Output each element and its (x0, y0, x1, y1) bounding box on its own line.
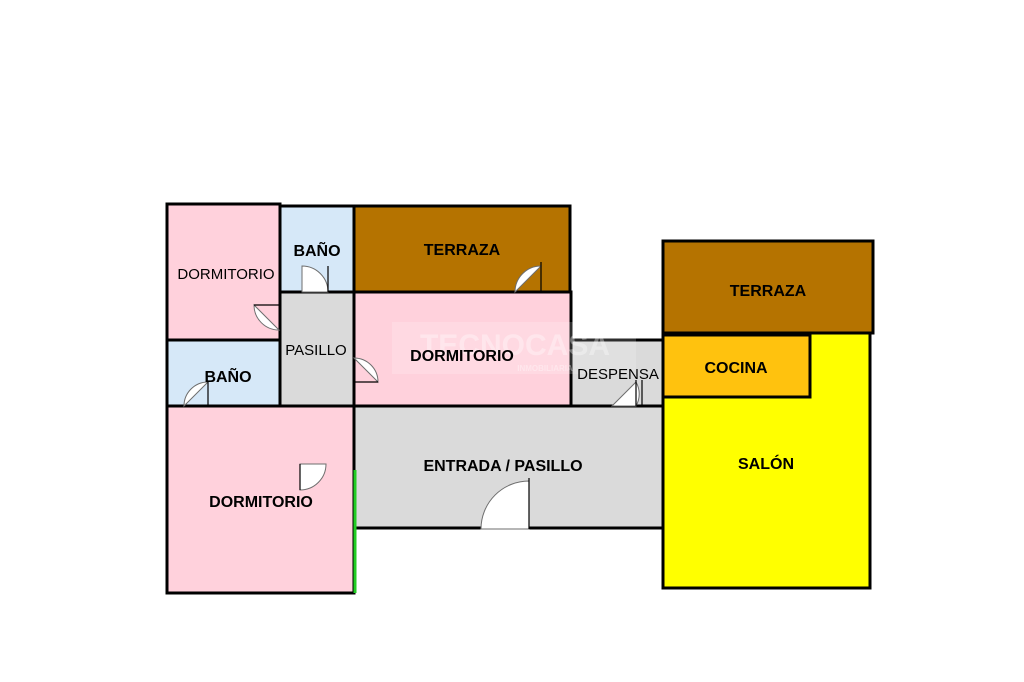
room-terraza-right (661, 239, 875, 335)
watermark-brand: TECNOCASA (420, 329, 610, 362)
room-dormitorio-top (165, 202, 282, 342)
label-dormitorio-mid: DORMITORIO (410, 348, 514, 365)
door-terraza-left (514, 262, 543, 294)
label-dormitorio-top: DORMITORIO (177, 266, 274, 283)
door-dormitorio-mid (352, 357, 379, 384)
label-bano-top: BAÑO (293, 240, 340, 260)
room-bano-left (165, 338, 282, 408)
door-entrada (480, 478, 530, 530)
label-pasillo: PASILLO (285, 342, 346, 359)
watermark: TECNOCASA INMOBILIARIA (392, 322, 636, 374)
label-terraza-right: TERRAZA (730, 283, 807, 300)
label-entrada: ENTRADA / PASILLO (423, 458, 582, 475)
door-dormitorio-bottom (299, 463, 327, 491)
room-dormitorio-bottom (165, 404, 356, 595)
door-dormitorio-top (253, 303, 281, 331)
label-bano-left: BAÑO (204, 366, 251, 386)
label-terraza-left: TERRAZA (424, 242, 501, 259)
watermark-sub: INMOBILIARIA (517, 364, 573, 373)
door-despensa (610, 380, 643, 407)
label-salon: SALÓN (738, 454, 794, 473)
label-cocina: COCINA (704, 360, 768, 377)
door-bano-top (301, 265, 329, 293)
label-despensa: DESPENSA (577, 366, 659, 383)
room-cocina (661, 333, 812, 399)
door-bano-left (183, 381, 210, 408)
label-dormitorio-bottom: DORMITORIO (209, 494, 313, 511)
